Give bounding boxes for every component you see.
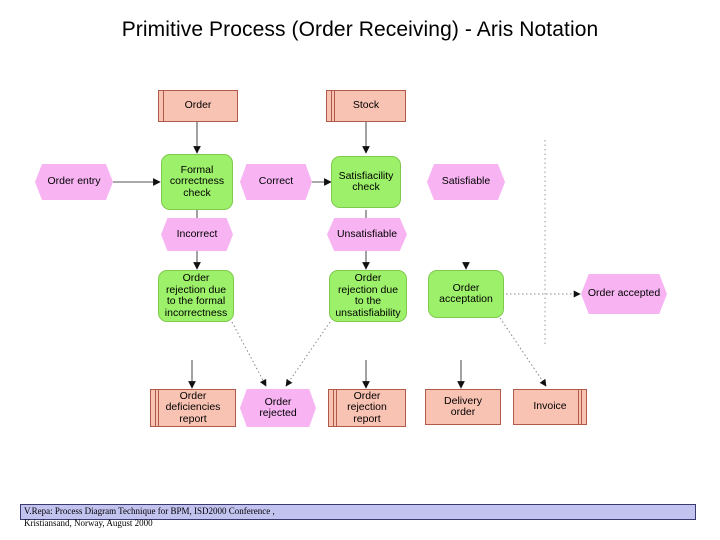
event-unsatisfiable-label: Unsatisfiable [336,227,398,240]
function-formal-correctness-check[interactable]: Formal correctness check [161,154,233,210]
event-unsatisfiable[interactable]: Unsatisfiable [327,218,407,251]
event-correct-label: Correct [258,175,294,188]
function-formal-correctness-check-label: Formal correctness check [169,163,225,199]
function-satisfiacility-check-label: Satisfiacility check [338,169,394,193]
event-incorrect[interactable]: Incorrect [161,218,233,251]
event-order-accepted[interactable]: Order accepted [581,274,667,314]
page-title: Primitive Process (Order Receiving) - Ar… [121,18,599,41]
function-order-rejection-unsatisfiability-label: Order rejection due to the unsatisfiabil… [335,272,401,319]
data-object-stock-label: Stock [352,99,380,112]
wire-dotted-order-acceptation-to-invoice [499,317,547,387]
data-bar-icon [334,91,335,121]
data-bar-icon [333,390,334,426]
footer-citation: V.Repa: Process Diagram Technique for BP… [24,505,684,529]
data-bar-icon [155,390,156,426]
event-order-rejected-label: Order rejected [259,395,297,419]
event-order-rejected[interactable]: Order rejected [240,389,316,427]
data-object-order-deficiencies-report-label: Order deficiencies report [165,389,221,425]
function-order-acceptation[interactable]: Order acceptation [428,270,504,318]
data-bar-icon [336,390,337,426]
data-object-delivery-order-label: Delivery order [444,394,482,418]
data-bar-icon [581,390,582,424]
data-object-order-deficiencies-report[interactable]: Order deficiencies report [150,389,236,427]
footer-band [20,504,696,520]
wire-dotted-rejection-formal-to-order-rejected [231,321,267,387]
data-bar-icon [163,91,164,121]
data-object-invoice-label: Invoice [533,400,567,413]
event-order-accepted-label: Order accepted [587,287,661,300]
data-bar-icon [578,390,579,424]
event-correct[interactable]: Correct [240,164,312,200]
function-satisfiacility-check[interactable]: Satisfiacility check [331,156,401,208]
data-object-order-rejection-report[interactable]: Order rejection report [328,389,406,427]
event-satisfiable-label: Satisfiable [441,175,491,188]
data-bar-icon [331,91,332,121]
footer-citation-line1: V.Repa: Process Diagram Technique for BP… [24,506,275,516]
data-object-invoice[interactable]: Invoice [513,389,587,425]
function-order-rejection-formal-incorrectness-label: Order rejection due to the formal incorr… [164,272,228,319]
footer-citation-line2: Kristiansand, Norway, August 2000 [24,518,153,528]
event-satisfiable[interactable]: Satisfiable [427,164,505,200]
wire-dotted-rejection-unsat-to-order-rejected [285,321,331,387]
function-order-rejection-unsatisfiability[interactable]: Order rejection due to the unsatisfiabil… [329,270,407,322]
event-incorrect-label: Incorrect [176,227,218,240]
function-order-acceptation-label: Order acceptation [439,281,493,305]
data-object-delivery-order[interactable]: Delivery order [425,389,501,425]
data-bar-icon [158,390,159,426]
data-object-stock[interactable]: Stock [326,90,406,122]
data-object-order-label: Order [184,99,212,112]
data-object-order-rejection-report-label: Order rejection report [347,389,387,425]
event-order-entry-label: Order entry [47,175,101,188]
event-order-entry[interactable]: Order entry [35,164,113,200]
data-object-order[interactable]: Order [158,90,238,122]
function-order-rejection-formal-incorrectness[interactable]: Order rejection due to the formal incorr… [158,270,234,322]
